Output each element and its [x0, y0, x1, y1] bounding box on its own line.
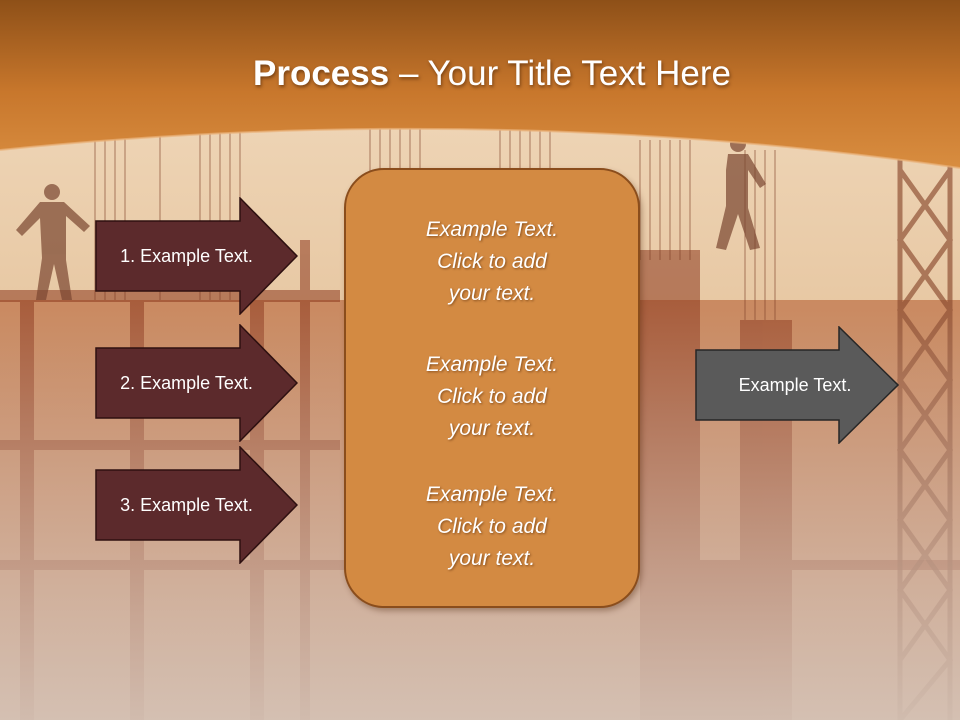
center-item-2[interactable]: Example Text. Click to add your text. — [346, 349, 638, 445]
center-item-1[interactable]: Example Text. Click to add your text. — [346, 214, 638, 310]
step-label-2: 2. Example Text. — [120, 372, 253, 393]
center-item-3[interactable]: Example Text. Click to add your text. — [346, 479, 638, 575]
step-arrow-1[interactable]: 1. Example Text. — [95, 197, 298, 315]
center-process-box[interactable]: Example Text. Click to add your text. Ex… — [344, 168, 640, 608]
center-item-line: your text. — [448, 547, 536, 570]
center-item-line: Click to add — [437, 515, 547, 538]
center-item-line: Click to add — [437, 250, 547, 273]
slide-title[interactable]: Process – Your Title Text Here — [0, 52, 960, 96]
step-arrow-3[interactable]: 3. Example Text. — [95, 446, 298, 564]
step-label-3: 3. Example Text. — [120, 494, 253, 515]
center-item-line: your text. — [448, 417, 536, 440]
title-rest: – Your Title Text Here — [389, 54, 731, 93]
output-arrow[interactable]: Example Text. — [695, 326, 899, 444]
title-bold: Process — [253, 54, 390, 93]
center-item-line: Example Text. — [425, 218, 559, 241]
center-item-line: Example Text. — [425, 483, 559, 506]
center-item-line: Click to add — [437, 385, 547, 408]
center-item-line: your text. — [448, 282, 536, 305]
center-item-line: Example Text. — [425, 353, 559, 376]
step-label-1: 1. Example Text. — [120, 245, 253, 266]
step-arrow-2[interactable]: 2. Example Text. — [95, 324, 298, 442]
output-label: Example Text. — [738, 374, 852, 395]
arrow-right-icon — [95, 324, 298, 442]
arrow-right-icon — [95, 446, 298, 564]
arrow-right-icon — [695, 326, 899, 444]
arrow-right-icon — [95, 197, 298, 315]
